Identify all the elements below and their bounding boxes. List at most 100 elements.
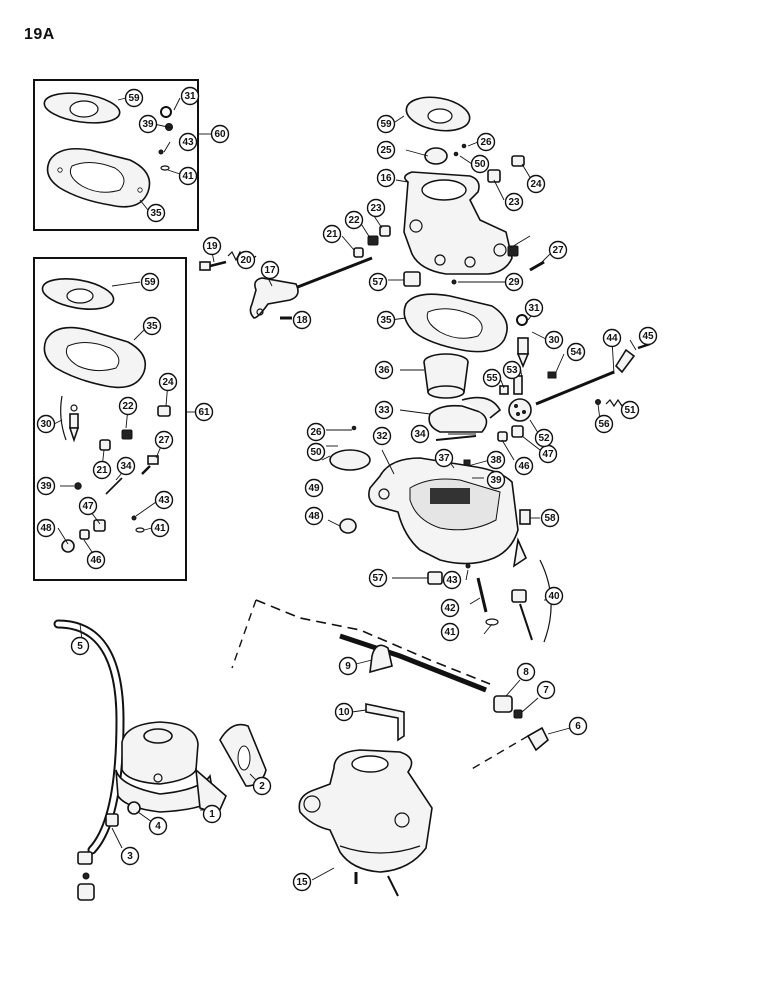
svg-text:26: 26 [310,427,322,438]
svg-text:41: 41 [154,523,166,534]
svg-text:22: 22 [348,215,360,226]
callout-22: 22 [118,396,138,416]
svg-text:1: 1 [209,809,215,820]
svg-text:43: 43 [158,495,170,506]
svg-text:17: 17 [264,265,276,276]
callout-25: 25 [376,140,396,160]
kit-61-box [33,257,187,581]
callout-21: 21 [322,224,342,244]
callout-31: 31 [524,298,544,318]
callout-61: 61 [194,402,214,422]
callout-50: 50 [470,154,490,174]
callout-51: 51 [620,400,640,420]
callout-39: 39 [486,470,506,490]
callout-42: 42 [440,598,460,618]
callout-46: 46 [514,456,534,476]
callout-52: 52 [534,428,554,448]
callout-57: 57 [368,568,388,588]
svg-text:9: 9 [345,661,351,672]
carburetor-throttle-body-icon [403,171,513,275]
callout-55: 55 [482,368,502,388]
callout-35: 35 [376,310,396,330]
svg-text:50: 50 [310,447,322,458]
callout-2: 2 [252,776,272,796]
callout-53: 53 [502,360,522,380]
svg-text:10: 10 [338,707,350,718]
callout-23: 23 [504,192,524,212]
svg-text:55: 55 [486,373,498,384]
callout-33: 33 [374,400,394,420]
svg-text:7: 7 [543,685,549,696]
svg-text:56: 56 [598,419,610,430]
callout-17: 17 [260,260,280,280]
callout-34: 34 [410,424,430,444]
svg-text:47: 47 [542,449,554,460]
svg-text:54: 54 [570,347,582,358]
callout-8: 8 [516,662,536,682]
svg-text:23: 23 [508,197,520,208]
callout-44: 44 [602,328,622,348]
callout-59: 59 [376,114,396,134]
svg-text:34: 34 [414,429,426,440]
callout-27: 27 [548,240,568,260]
svg-text:30: 30 [40,419,52,430]
callout-56: 56 [594,414,614,434]
gasket-59-icon [41,278,115,310]
callout-35: 35 [146,203,166,223]
svg-text:39: 39 [142,119,154,130]
callout-22: 22 [344,210,364,230]
callout-40: 40 [544,586,564,606]
adjusting-needle-icon [511,537,552,643]
svg-text:42: 42 [444,603,456,614]
callout-30: 30 [36,414,56,434]
callout-15: 15 [292,872,312,892]
gasket-2-icon [219,723,267,787]
svg-text:51: 51 [624,405,636,416]
svg-text:18: 18 [296,315,308,326]
o-ring-icon [160,106,172,118]
svg-text:2: 2 [259,781,265,792]
callout-30: 30 [544,330,564,350]
screw-icon [519,509,531,525]
callout-58: 58 [540,508,560,528]
callout-29: 29 [504,272,524,292]
callout-26: 26 [306,422,326,442]
svg-text:35: 35 [150,208,162,219]
gasket-35-icon [43,326,147,389]
svg-text:59: 59 [128,93,140,104]
carburetor-assembly-icon [298,749,433,897]
callout-23: 23 [366,198,386,218]
svg-text:26: 26 [480,137,492,148]
svg-text:60: 60 [214,129,226,140]
callout-41: 41 [440,622,460,642]
svg-text:43: 43 [446,575,458,586]
svg-text:32: 32 [376,431,388,442]
callout-36: 36 [374,360,394,380]
svg-text:57: 57 [372,573,384,584]
callout-3: 3 [120,846,140,866]
svg-text:50: 50 [474,159,486,170]
svg-text:46: 46 [90,555,102,566]
svg-text:38: 38 [490,455,502,466]
callout-59: 59 [140,272,160,292]
svg-text:3: 3 [127,851,133,862]
callout-49: 49 [304,478,324,498]
plug-icon [403,271,421,287]
callout-32: 32 [372,426,392,446]
needle-valve-icon [516,337,530,369]
svg-text:27: 27 [158,435,170,446]
svg-text:41: 41 [444,627,456,638]
svg-text:23: 23 [370,203,382,214]
callout-5: 5 [70,636,90,656]
callout-38: 38 [486,450,506,470]
svg-text:37: 37 [438,453,450,464]
gasket-59-icon [43,92,121,124]
callout-10: 10 [334,702,354,722]
svg-text:6: 6 [575,721,581,732]
screw-icon [141,455,159,475]
svg-text:21: 21 [326,229,338,240]
svg-text:27: 27 [552,245,564,256]
svg-text:43: 43 [182,137,194,148]
svg-text:25: 25 [380,145,392,156]
callout-46: 46 [86,550,106,570]
